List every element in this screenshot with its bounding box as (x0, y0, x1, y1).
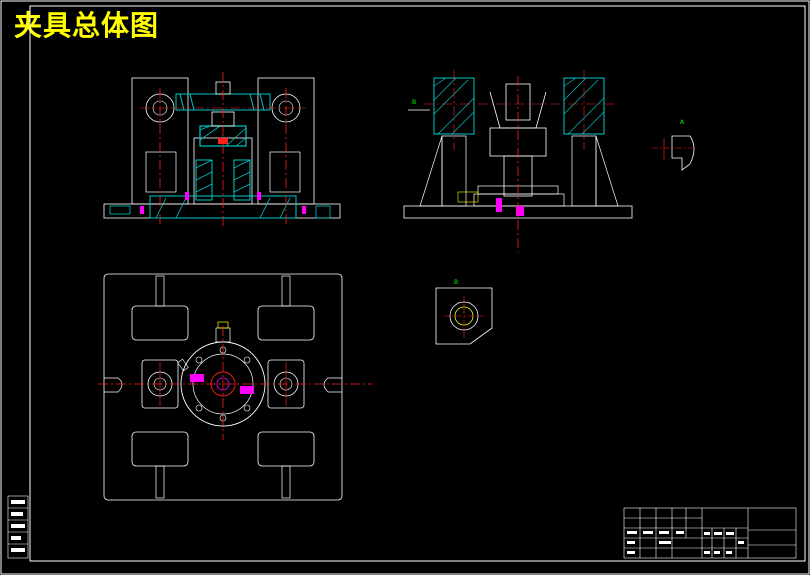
binding-strip-stamp (7, 495, 29, 559)
detail-a-label: A (680, 119, 685, 126)
side-view: B (403, 70, 633, 252)
title-block (623, 507, 797, 559)
detail-b-label: B (454, 279, 458, 286)
top-view (98, 273, 372, 501)
front-view (103, 72, 341, 226)
detail-view-a: A (652, 119, 696, 171)
inner-border (29, 5, 806, 562)
top-base-plate (103, 273, 343, 501)
detail-view-b: B (435, 279, 493, 345)
drawing-title: 夹具总体图 (14, 9, 160, 42)
side-view-section-mark: B (412, 99, 416, 106)
